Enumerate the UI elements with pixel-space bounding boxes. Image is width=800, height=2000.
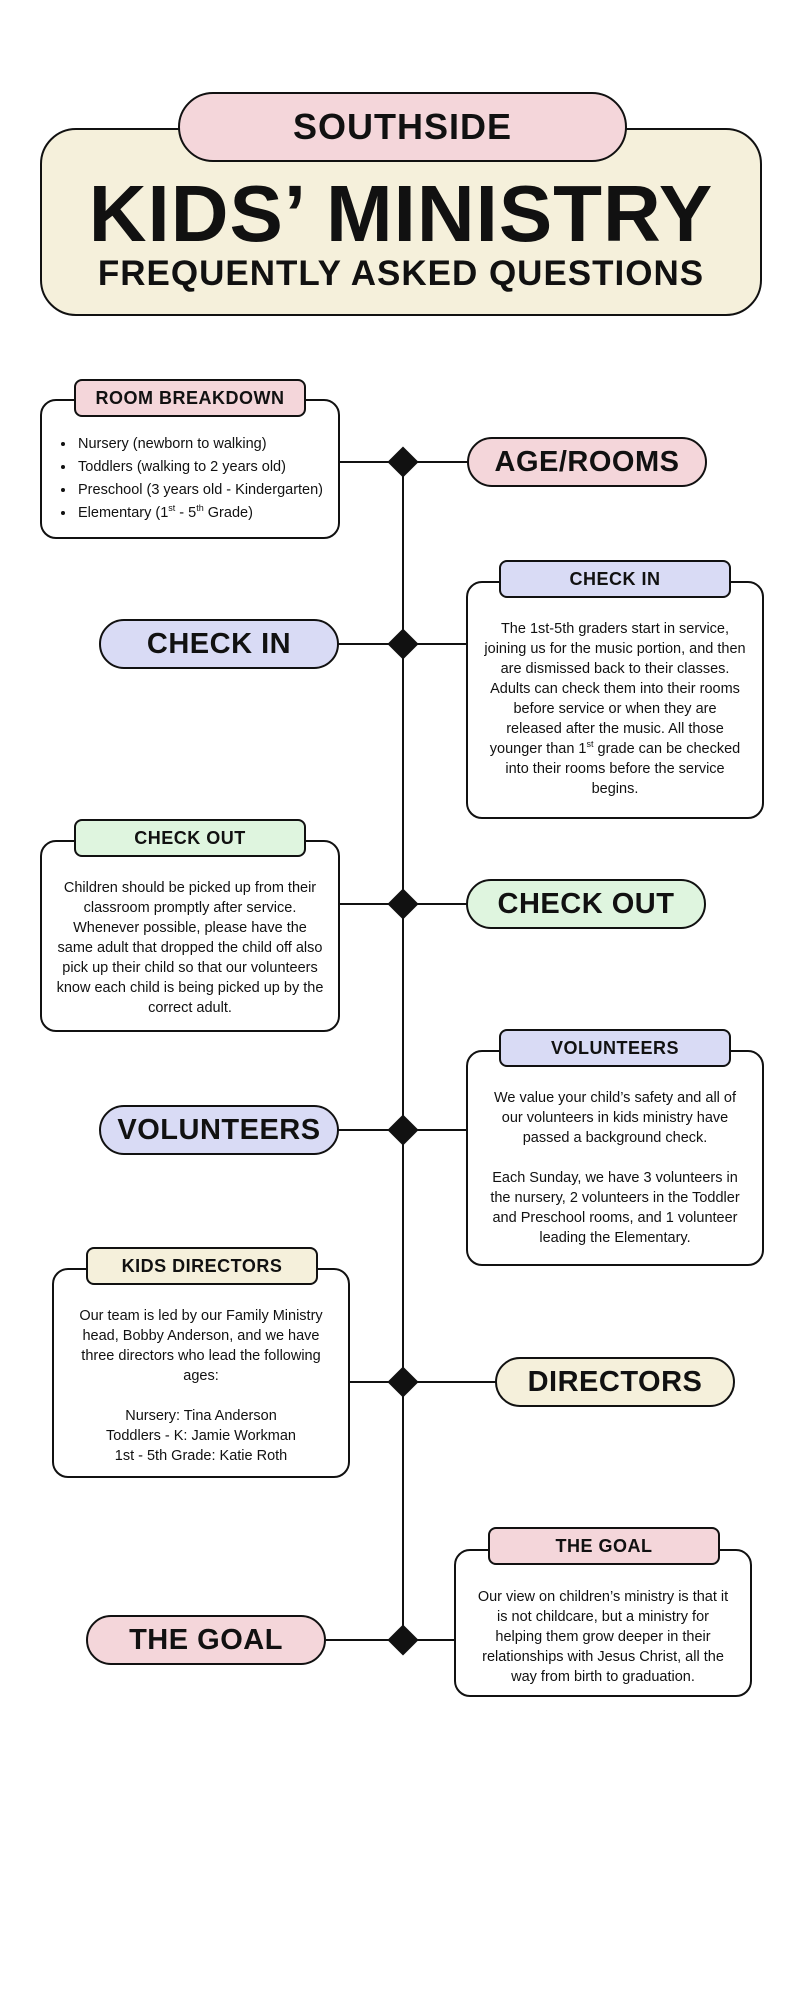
check-in-text-part: The 1st-5th graders start in service, jo… xyxy=(484,621,746,757)
check-in-text-part: grade can be checked into their rooms be… xyxy=(505,741,741,797)
section-pill-check-in: CHECK IN xyxy=(99,619,339,669)
church-name-badge: SOUTHSIDE xyxy=(178,92,627,162)
room-breakdown-card: Nursery (newborn to walking) Toddlers (w… xyxy=(40,399,340,539)
volunteers-text-1: We value your child’s safety and all of … xyxy=(493,1090,737,1146)
timeline-node-diamond xyxy=(387,1366,419,1398)
list-item: Elementary (1st - 5th Grade) xyxy=(76,502,328,525)
timeline-node-diamond xyxy=(387,628,419,660)
page-subtitle: FREQUENTLY ASKED QUESTIONS xyxy=(97,254,705,293)
page-title: KIDS’ MINISTRY xyxy=(88,169,714,258)
the-goal-card: Our view on children’s ministry is that … xyxy=(454,1549,752,1697)
volunteers-text-2: Each Sunday, we have 3 volunteers in the… xyxy=(490,1170,740,1246)
room-list: Nursery (newborn to walking) Toddlers (w… xyxy=(56,433,328,525)
card-title-check-out: CHECK OUT xyxy=(74,819,306,857)
director-line: Toddlers - K: Jamie Workman xyxy=(106,1428,296,1444)
section-pill-volunteers: VOLUNTEERS xyxy=(99,1105,339,1155)
connector-line xyxy=(350,1381,500,1383)
elementary-suffix: Grade) xyxy=(203,505,253,521)
ordinal-suffix: st xyxy=(168,503,176,514)
check-in-text: The 1st-5th graders start in service, jo… xyxy=(484,619,746,799)
list-item: Nursery (newborn to walking) xyxy=(76,433,328,456)
card-title-room-breakdown: ROOM BREAKDOWN xyxy=(74,379,306,417)
section-pill-age-rooms: AGE/ROOMS xyxy=(467,437,707,487)
card-title-kids-directors: KIDS DIRECTORS xyxy=(86,1247,318,1285)
timeline-node-diamond xyxy=(387,1624,419,1656)
timeline-node-diamond xyxy=(387,1114,419,1146)
card-title-volunteers: VOLUNTEERS xyxy=(499,1029,731,1067)
list-item: Toddlers (walking to 2 years old) xyxy=(76,456,328,479)
timeline-spine xyxy=(402,462,404,1642)
section-pill-directors: DIRECTORS xyxy=(495,1357,735,1407)
ordinal-suffix: th xyxy=(196,503,204,514)
section-pill-check-out: CHECK OUT xyxy=(466,879,706,929)
list-item: Preschool (3 years old - Kindergarten) xyxy=(76,479,328,502)
section-pill-the-goal: THE GOAL xyxy=(86,1615,326,1665)
elementary-prefix: Elementary (1 xyxy=(78,505,169,521)
volunteers-card: We value your child’s safety and all of … xyxy=(466,1050,764,1266)
ordinal-suffix: st xyxy=(586,739,594,750)
check-out-card: Children should be picked up from their … xyxy=(40,840,340,1032)
director-line: 1st - 5th Grade: Katie Roth xyxy=(114,1448,288,1464)
check-in-card: The 1st-5th graders start in service, jo… xyxy=(466,581,764,819)
goal-text: Our view on children’s ministry is that … xyxy=(477,1589,729,1685)
director-line: Nursery: Tina Anderson xyxy=(125,1408,277,1424)
timeline-node-diamond xyxy=(387,446,419,478)
card-title-check-in: CHECK IN xyxy=(499,560,731,598)
check-out-text: Children should be picked up from their … xyxy=(56,880,324,1016)
timeline-node-diamond xyxy=(387,888,419,920)
elementary-mid: - 5 xyxy=(175,505,197,521)
kids-directors-card: Our team is led by our Family Ministry h… xyxy=(52,1268,350,1478)
directors-intro: Our team is led by our Family Ministry h… xyxy=(79,1308,323,1384)
card-title-the-goal: THE GOAL xyxy=(488,1527,720,1565)
